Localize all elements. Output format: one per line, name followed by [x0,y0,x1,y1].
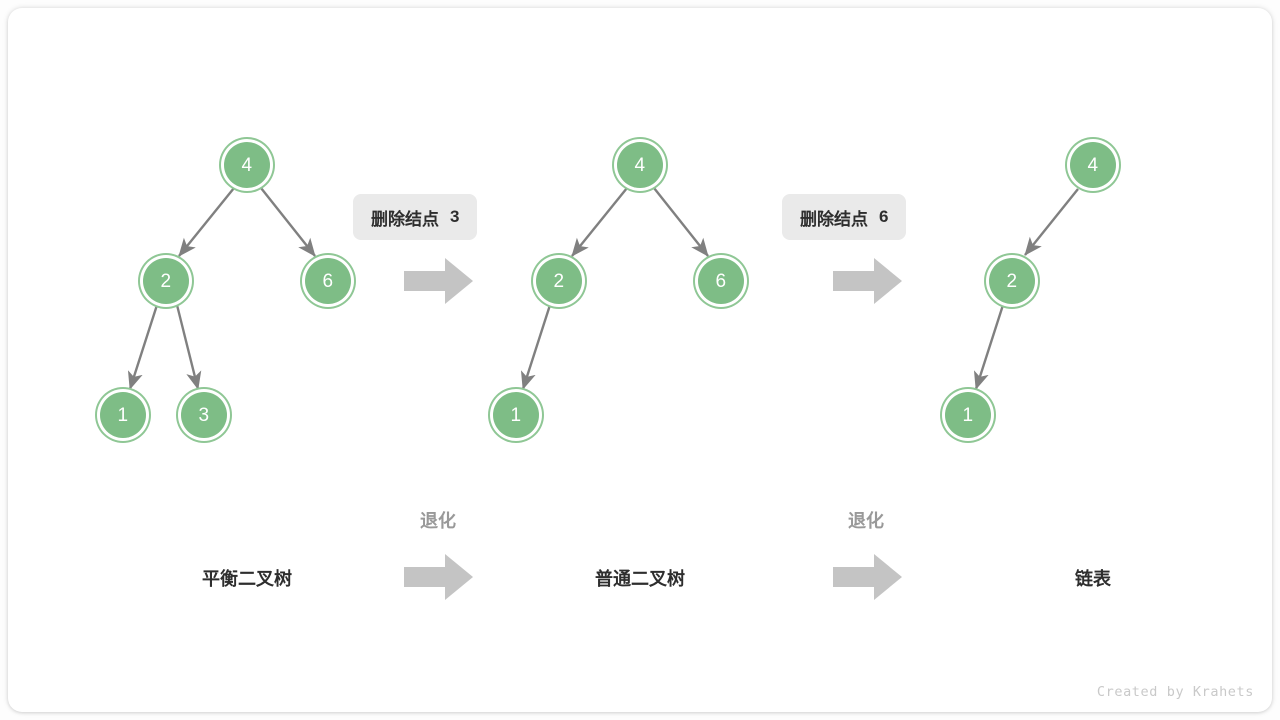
edge-2-1 [973,304,1005,390]
chip-label: 删除结点 [371,209,439,229]
edge-group-tree-1 [127,187,316,390]
figure-card [8,8,1272,712]
tree-node-4[interactable]: 4 [617,142,663,188]
tree-node-1[interactable]: 1 [100,392,146,438]
tree-node-6[interactable]: 6 [305,258,351,304]
edge-2-1 [520,304,552,390]
degrade-arrow-icon [404,553,474,601]
caption-balanced-bst: 平衡二叉树 [202,569,292,589]
transition-arrow-icon [833,257,903,305]
edge-2-1 [127,304,159,390]
edge-4-2 [178,187,235,257]
chip-delete-node-6: 删除结点 6 [782,194,907,240]
degrade-label-2: 退化 [848,511,884,531]
tree-node-2[interactable]: 2 [989,258,1035,304]
edge-2-3 [175,304,202,390]
edge-4-6 [653,187,709,257]
tree-node-3[interactable]: 3 [181,392,227,438]
degrade-arrow-icon [833,553,903,601]
edge-group-tree-3 [973,188,1079,390]
caption-linked-list: 链表 [1075,569,1111,589]
caption-ordinary-bst: 普通二叉树 [595,569,685,589]
chip-delete-node-3: 删除结点 3 [353,194,478,240]
tree-node-1[interactable]: 1 [493,392,539,438]
edge-group-tree-2 [520,187,709,390]
edge-4-6 [260,187,316,257]
edge-4-2 [571,187,628,257]
watermark-credit: Created by Krahets [1096,684,1254,700]
tree-node-4[interactable]: 4 [1070,142,1116,188]
tree-node-6[interactable]: 6 [698,258,744,304]
tree-node-2[interactable]: 2 [536,258,582,304]
tree-node-2[interactable]: 2 [143,258,189,304]
tree-node-4[interactable]: 4 [224,142,270,188]
degrade-label-1: 退化 [420,511,456,531]
chip-label: 删除结点 [800,209,868,229]
transition-arrow-icon [404,257,474,305]
tree-node-1[interactable]: 1 [945,392,991,438]
chip-value: 6 [879,207,889,226]
chip-value: 3 [450,207,460,226]
edge-4-2 [1024,188,1079,256]
